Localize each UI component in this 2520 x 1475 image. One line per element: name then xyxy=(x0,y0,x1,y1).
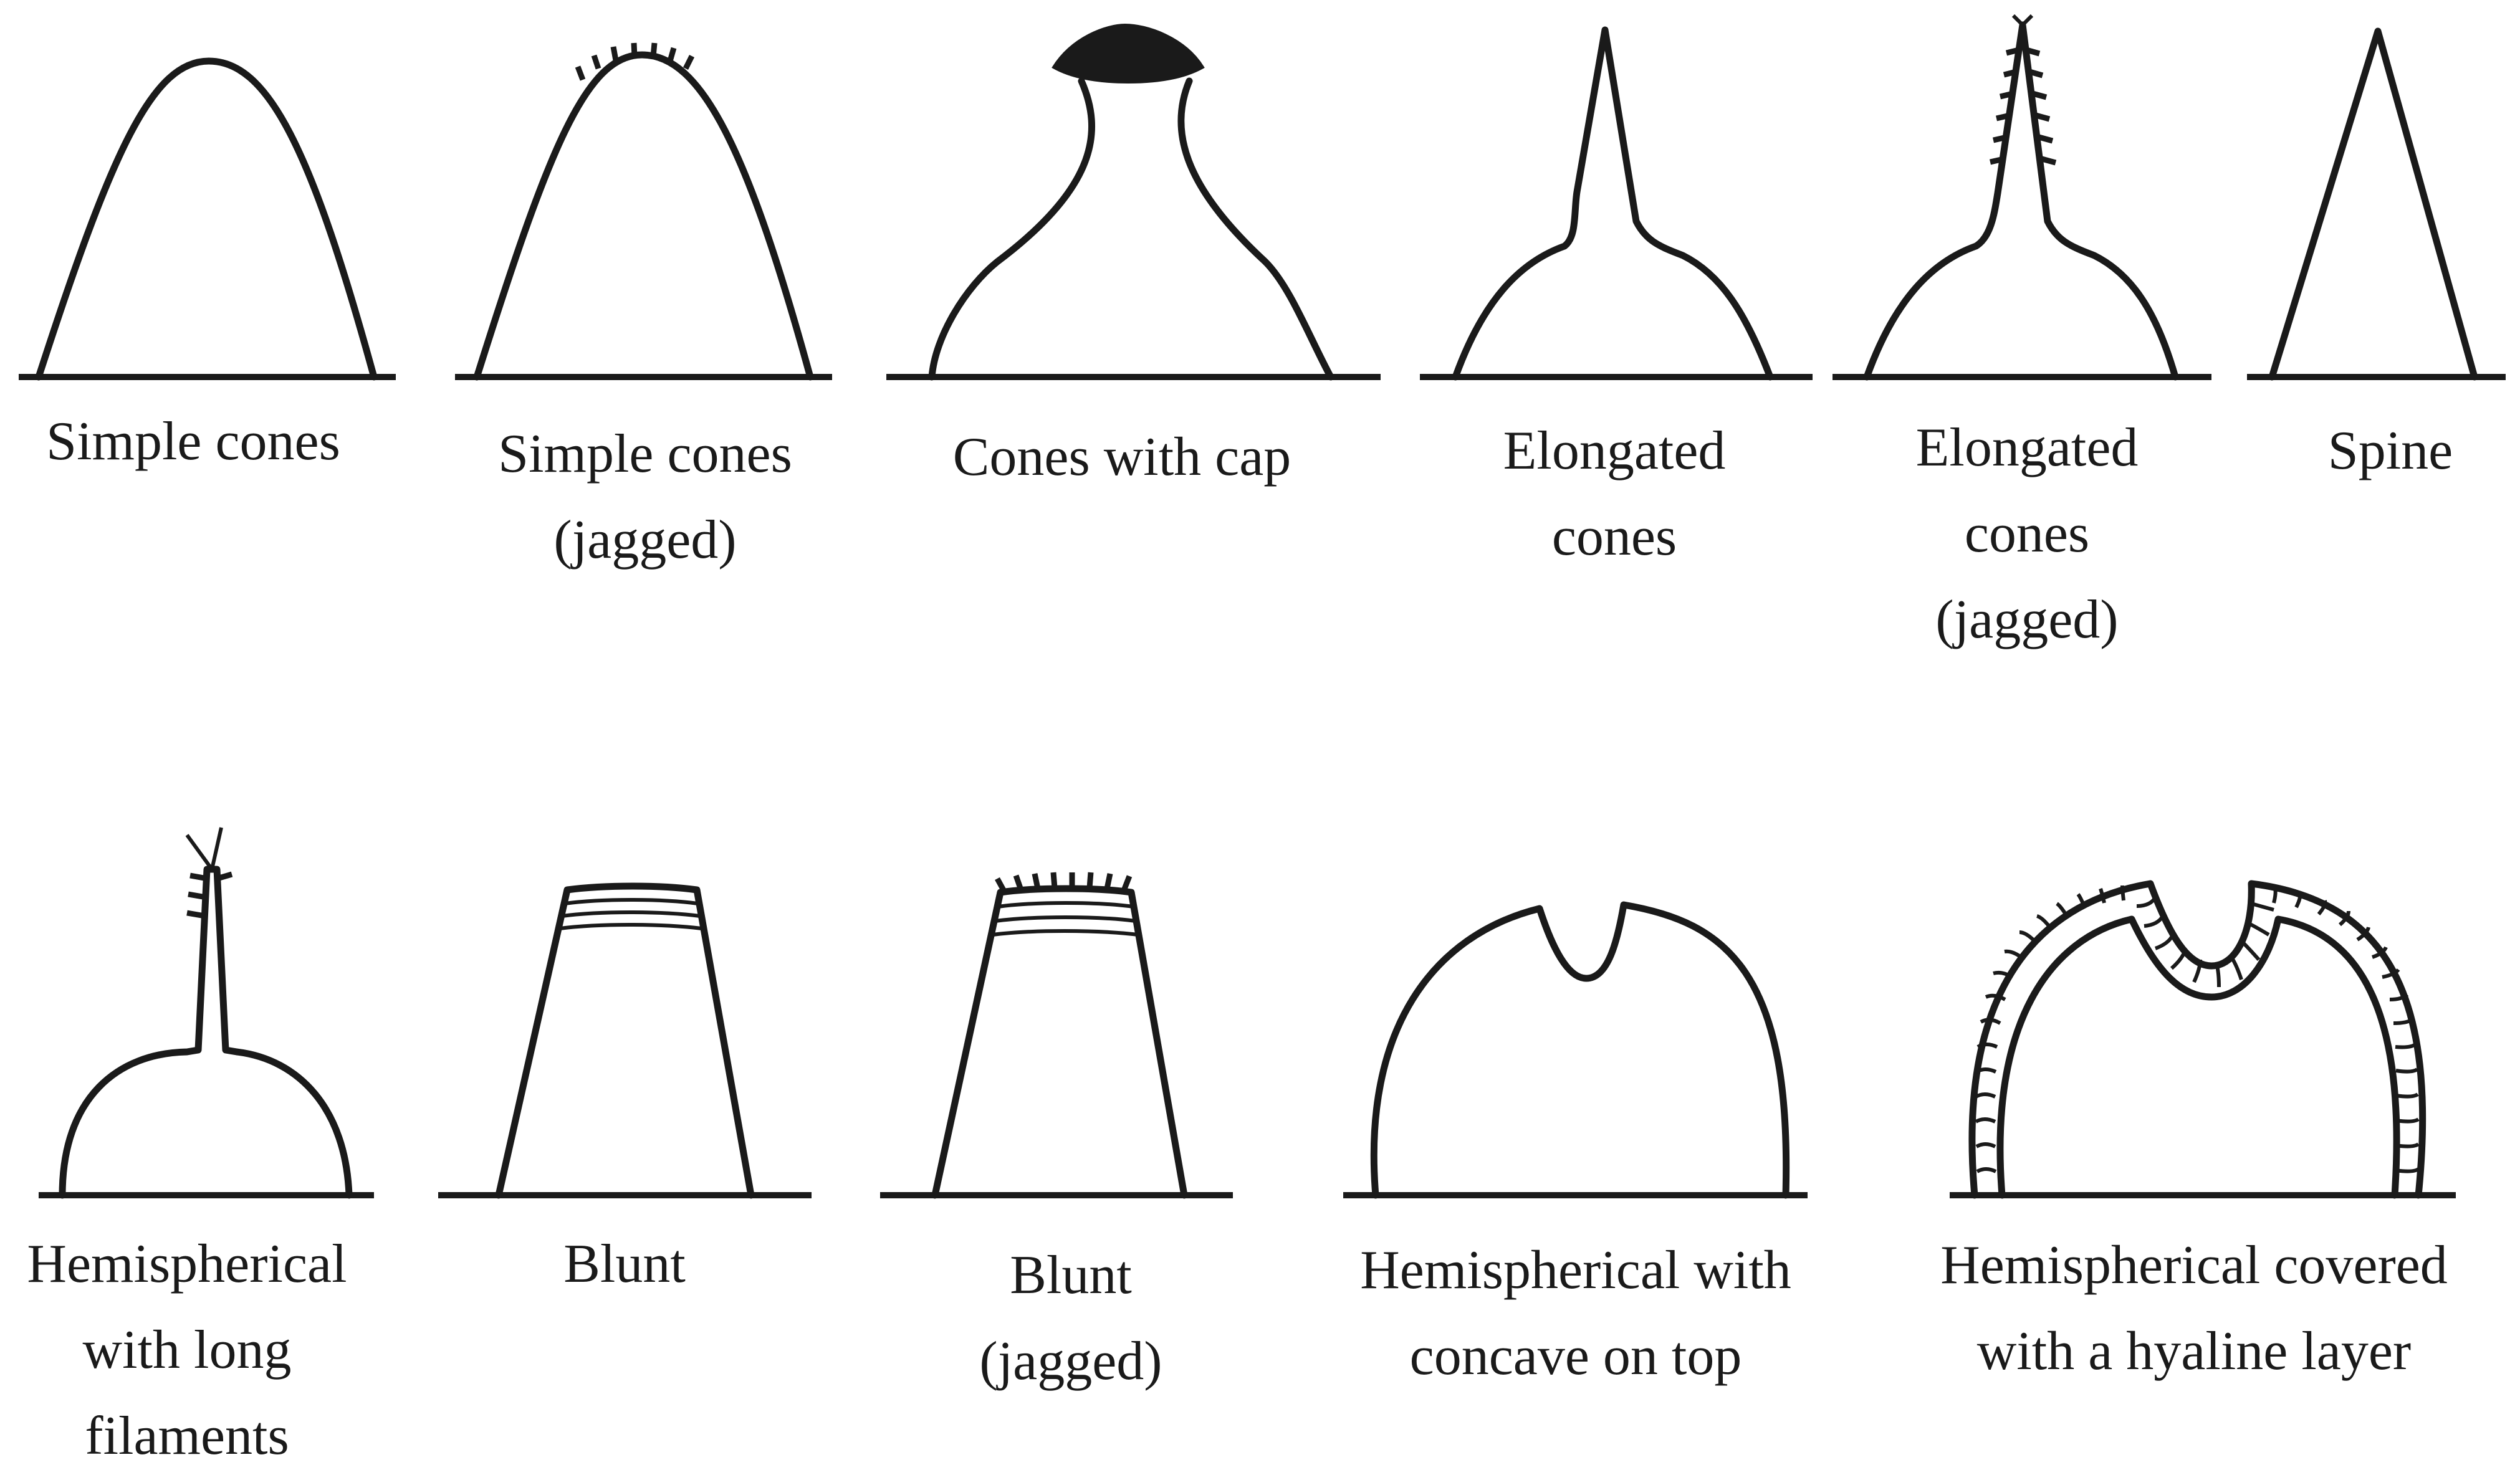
label-hemispherical-hyaline: Hemispherical covered with a hyaline lay… xyxy=(1940,1223,2448,1395)
blunt-jagged-shape xyxy=(880,872,1233,1199)
label-spine: Spine xyxy=(2328,408,2453,494)
label-line: (jagged) xyxy=(979,1331,1162,1391)
label-hemispherical-concave: Hemispherical with concave on top xyxy=(1360,1228,1791,1400)
simple-cones-jagged-shape xyxy=(455,42,832,381)
label-blunt-jagged: Blunt (jagged) xyxy=(979,1233,1162,1405)
label-line: Blunt xyxy=(563,1234,686,1294)
simple-cones-shape xyxy=(19,57,396,381)
label-line: Spine xyxy=(2327,421,2453,481)
cones-with-cap-shape xyxy=(886,23,1381,381)
label-line: Simple cones xyxy=(498,424,792,484)
label-elongated-cones: Elongated cones xyxy=(1503,408,1726,580)
label-line: cones xyxy=(1964,504,2090,564)
label-line: Elongated xyxy=(1503,421,1726,481)
label-line: Blunt xyxy=(1010,1245,1132,1306)
elongated-cones-shape xyxy=(1420,26,1813,381)
label-line: Simple cones xyxy=(46,411,340,472)
elongated-cones-jagged-shape xyxy=(1833,14,2211,381)
hemispherical-concave-shape xyxy=(1343,901,1808,1199)
label-line: with a hyaline layer xyxy=(1976,1321,2412,1382)
blunt-shape xyxy=(438,882,812,1199)
label-line: Cones with cap xyxy=(952,427,1291,487)
hemispherical-long-filaments-shape xyxy=(39,827,374,1199)
label-line: Hemispherical xyxy=(27,1234,347,1294)
label-line: Elongated xyxy=(1915,418,2139,478)
label-simple-cones: Simple cones xyxy=(46,399,340,485)
label-blunt: Blunt xyxy=(563,1221,686,1307)
label-line: cones xyxy=(1551,507,1677,567)
label-line: (jagged) xyxy=(1935,590,2119,650)
label-line: (jagged) xyxy=(553,510,737,570)
label-line: concave on top xyxy=(1409,1326,1742,1387)
label-line: Hemispherical with xyxy=(1360,1240,1791,1301)
spine-shape xyxy=(2247,27,2506,381)
label-cones-with-cap: Cones with cap xyxy=(953,414,1291,500)
hemispherical-hyaline-shape xyxy=(1950,880,2456,1199)
label-hemispherical-long-filaments: Hemispherical with long filaments xyxy=(27,1221,347,1475)
label-line: Hemispherical covered xyxy=(1940,1235,2448,1296)
label-line: filaments xyxy=(85,1406,289,1466)
label-elongated-cones-jagged: Elongated cones (jagged) xyxy=(1916,405,2139,663)
label-line: with long xyxy=(82,1320,292,1380)
label-simple-cones-jagged: Simple cones (jagged) xyxy=(498,411,792,583)
